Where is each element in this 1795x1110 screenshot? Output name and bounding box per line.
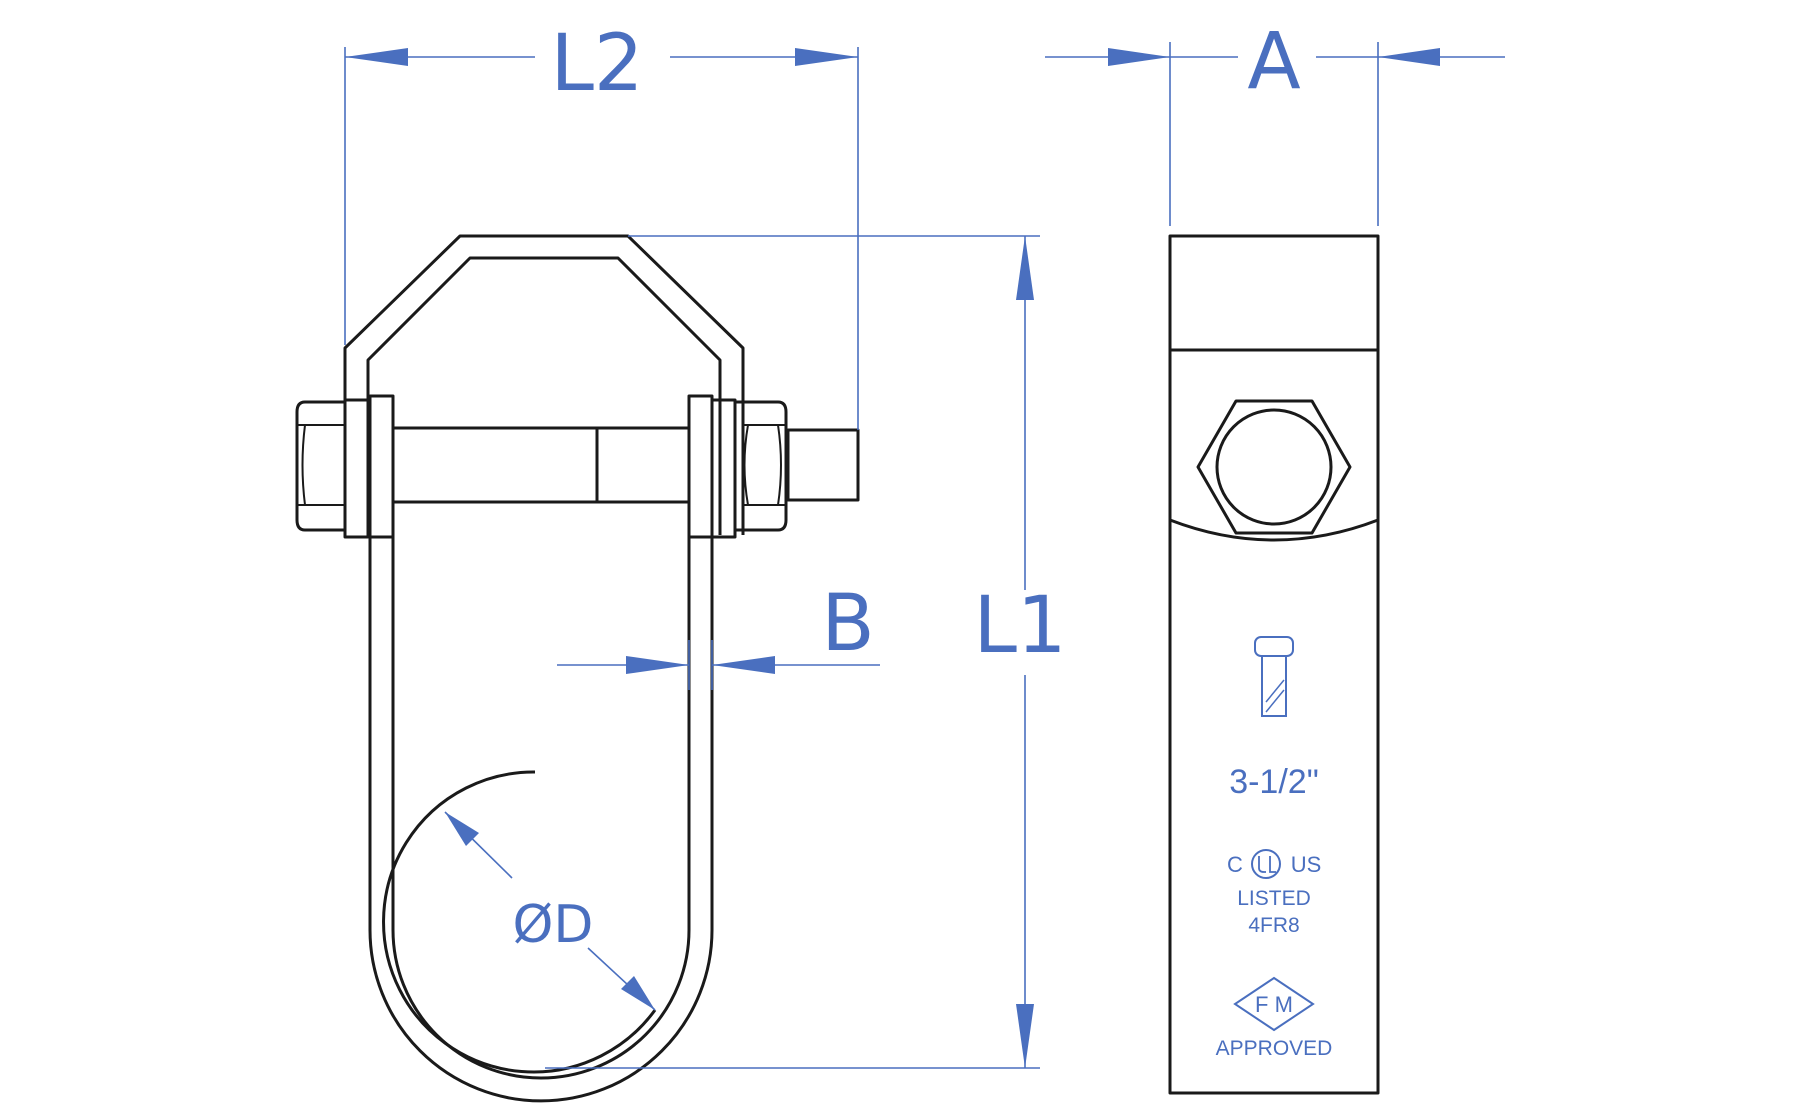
bolt-icon [1254,636,1294,717]
side-curve [1169,518,1379,542]
hanger-outer-strap [343,234,745,535]
product-markings: 3-1/2" C US LISTED 4FR8 F M APPROVED [1216,636,1333,1060]
b-arrow-left [626,656,689,674]
bolt-thread-section [595,426,691,504]
side-hex-head [1196,399,1352,535]
nut-chamfer [743,424,749,506]
file-code-label: 4FR8 [1248,914,1299,937]
approved-label: APPROVED [1216,1037,1333,1060]
d-arrow-bottom [621,976,655,1010]
l2-label: L2 [550,19,643,109]
front-view [295,234,860,1103]
listed-label: LISTED [1237,887,1311,910]
hanger-inner-strap [366,256,722,535]
l1-label: L1 [973,581,1066,671]
fm-diamond-icon [1233,976,1315,1032]
b-label: B [821,579,875,669]
bolt-head-nut [295,400,345,532]
left-flange [343,398,370,539]
l2-arrow-left [345,48,408,66]
ul-logo-icon [1251,849,1281,879]
hex-nut [735,400,788,532]
right-flange [710,398,737,539]
b-arrow-right [712,656,775,674]
dimensions: L2 A L1 B ØD [344,17,1505,1069]
left-band-end [368,394,395,539]
ul-c-label: C [1227,852,1243,877]
fm-label: F M [1255,992,1293,1017]
l1-arrow-top [1016,236,1034,300]
right-band-end [687,394,714,539]
pipe-band-outer [368,535,714,1103]
l1-arrow-bottom [1016,1004,1034,1068]
a-arrow-right [1378,48,1440,66]
pipe-circle [382,770,657,1074]
nut-chamfer [301,424,306,506]
size-marking: 3-1/2" [1229,763,1319,801]
nut-chamfer [777,424,782,506]
pipe-band-inner [391,535,691,1080]
l2-arrow-right [795,48,858,66]
d-label: ØD [513,895,594,955]
a-arrow-left [1108,48,1170,66]
side-body-outline [1168,234,1380,1095]
ul-us-label: US [1291,852,1322,877]
side-bolt-circle [1215,408,1333,526]
a-label: A [1247,17,1300,107]
d-arrow-top [445,812,479,846]
side-view [1168,234,1380,1095]
bolt-thread-end [786,428,860,502]
